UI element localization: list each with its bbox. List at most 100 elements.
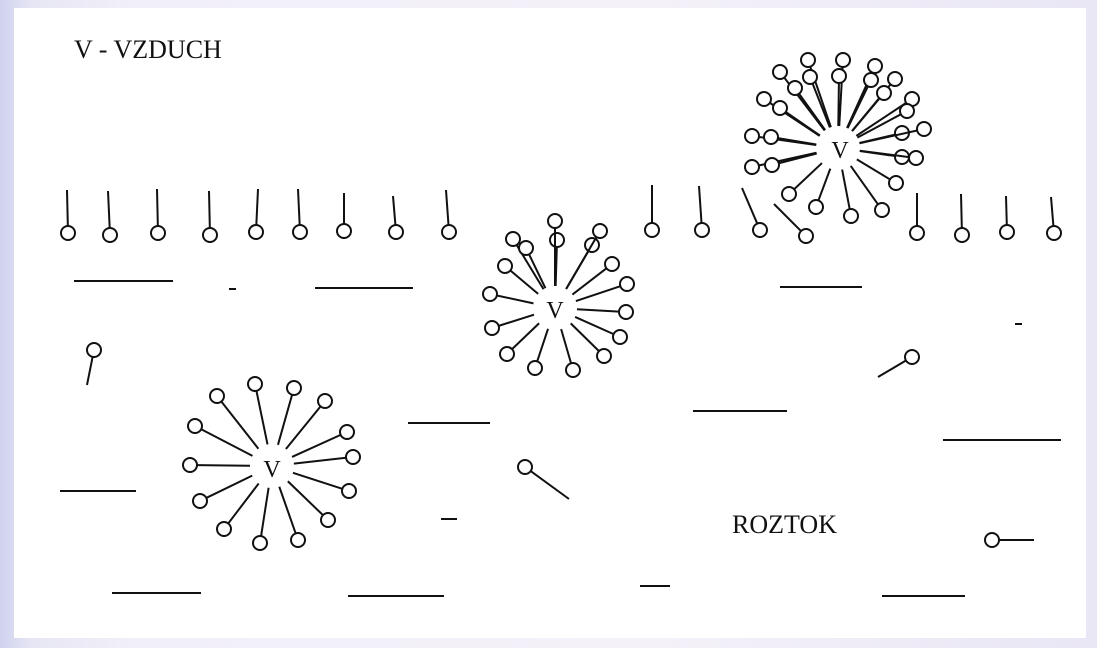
tail bbox=[842, 170, 850, 210]
head bbox=[321, 513, 335, 527]
head bbox=[518, 460, 532, 474]
head bbox=[765, 158, 779, 172]
head bbox=[210, 389, 224, 403]
surface-surfactant bbox=[337, 193, 351, 238]
head bbox=[1000, 225, 1014, 239]
head bbox=[782, 187, 796, 201]
surface-surfactant bbox=[293, 189, 307, 239]
bubble-surfactant bbox=[485, 315, 534, 335]
head bbox=[342, 484, 356, 498]
tail bbox=[209, 191, 210, 228]
free-surfactants bbox=[87, 343, 1034, 547]
head bbox=[745, 129, 759, 143]
head bbox=[801, 53, 815, 67]
tail bbox=[293, 473, 342, 489]
head bbox=[337, 224, 351, 238]
tail bbox=[848, 86, 868, 128]
head bbox=[875, 203, 889, 217]
tail bbox=[575, 317, 614, 334]
head bbox=[340, 425, 354, 439]
head bbox=[900, 104, 914, 118]
bubble-surfactant bbox=[577, 305, 633, 319]
bubble-surfactant bbox=[848, 73, 878, 128]
tail bbox=[393, 196, 395, 225]
surfactant-diagram: V - VZDUCH ROZTOK V V V bbox=[14, 8, 1086, 638]
tail bbox=[294, 458, 346, 464]
head bbox=[188, 419, 202, 433]
tail bbox=[279, 487, 295, 534]
head bbox=[832, 69, 846, 83]
head bbox=[809, 200, 823, 214]
bubble-symbol-middle: V bbox=[546, 298, 564, 324]
head bbox=[389, 225, 403, 239]
tail bbox=[1051, 197, 1053, 226]
head bbox=[318, 394, 332, 408]
head bbox=[291, 533, 305, 547]
bubble-surfactant bbox=[183, 458, 250, 472]
head bbox=[645, 223, 659, 237]
head bbox=[519, 241, 533, 255]
tail bbox=[298, 189, 300, 225]
tail bbox=[256, 391, 267, 445]
solution-molecule-lines bbox=[60, 281, 1061, 596]
head bbox=[844, 209, 858, 223]
head bbox=[620, 277, 634, 291]
head bbox=[985, 533, 999, 547]
head bbox=[917, 122, 931, 136]
head bbox=[293, 225, 307, 239]
head bbox=[788, 81, 802, 95]
bubble-surfactant bbox=[288, 481, 335, 527]
head bbox=[151, 226, 165, 240]
head bbox=[799, 229, 813, 243]
bubble-surfactant bbox=[210, 389, 258, 449]
head bbox=[695, 223, 709, 237]
tail bbox=[561, 329, 571, 363]
head bbox=[909, 151, 923, 165]
tail bbox=[852, 98, 879, 131]
head bbox=[193, 494, 207, 508]
bubble-surfactant bbox=[765, 153, 817, 172]
surface-surfactant bbox=[910, 193, 924, 240]
bubble-middle bbox=[483, 214, 634, 377]
head bbox=[889, 176, 903, 190]
surface-surfactant bbox=[249, 189, 263, 239]
tail bbox=[571, 323, 599, 351]
diagram-canvas: V - VZDUCH ROZTOK V V V bbox=[14, 8, 1086, 638]
tail bbox=[206, 476, 252, 498]
tail bbox=[878, 361, 906, 377]
head bbox=[485, 321, 499, 335]
tail bbox=[742, 188, 757, 224]
head bbox=[498, 259, 512, 273]
head bbox=[619, 305, 633, 319]
tail bbox=[794, 163, 822, 189]
tail bbox=[292, 435, 341, 457]
bubble-surfactant bbox=[809, 169, 830, 214]
head bbox=[550, 233, 564, 247]
free-surfactant bbox=[985, 533, 1034, 547]
tail bbox=[288, 481, 323, 515]
bubble-surfactant bbox=[483, 287, 533, 303]
tail bbox=[961, 194, 962, 228]
bubble-symbol-lower: V bbox=[263, 457, 281, 483]
bubble-surfactant bbox=[782, 163, 822, 201]
tail bbox=[108, 191, 110, 228]
head bbox=[773, 65, 787, 79]
tail bbox=[228, 483, 258, 523]
surface-surfactant bbox=[1047, 197, 1061, 240]
head bbox=[910, 226, 924, 240]
bubble-symbol-upper: V bbox=[831, 138, 849, 164]
tail bbox=[286, 406, 321, 449]
head bbox=[183, 458, 197, 472]
head bbox=[836, 53, 850, 67]
tail bbox=[813, 84, 830, 128]
head bbox=[593, 224, 607, 238]
tail bbox=[851, 166, 878, 204]
head bbox=[868, 59, 882, 73]
tail bbox=[857, 159, 890, 179]
tail bbox=[197, 465, 250, 466]
tail bbox=[537, 329, 548, 361]
surface-surfactant bbox=[742, 188, 767, 237]
tail bbox=[818, 169, 830, 201]
head bbox=[803, 70, 817, 84]
bubble-surfactant bbox=[188, 419, 252, 456]
